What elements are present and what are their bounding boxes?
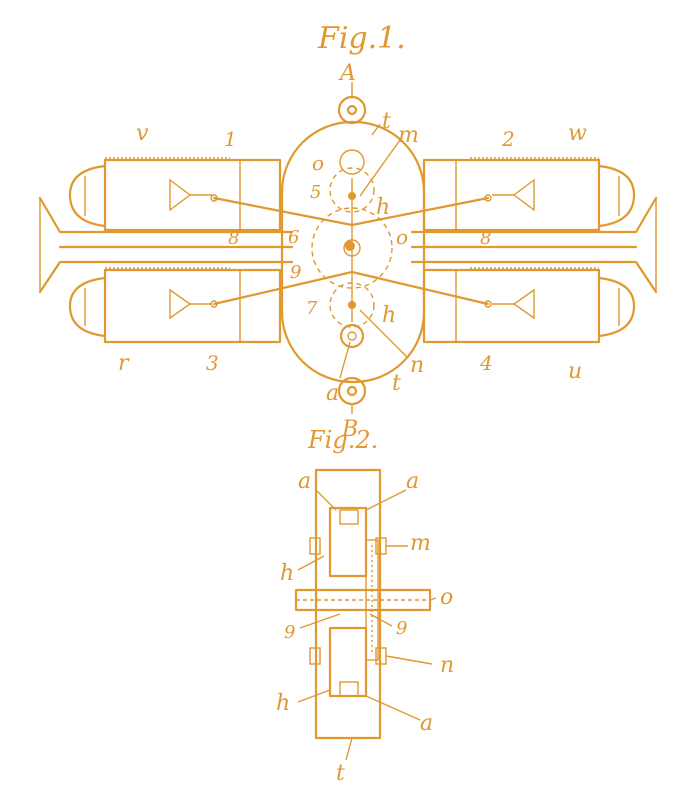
label-a-right: a: [406, 469, 419, 494]
label-t-bottom: t: [392, 371, 401, 396]
figure-2: Fig.2. a a m h o 9 9 n: [276, 426, 454, 786]
cylinder-upper-right: [422, 157, 636, 232]
fig2-title: Fig.2.: [307, 426, 378, 454]
label-8-right: 8: [480, 228, 491, 249]
label-8-left: 8: [228, 228, 239, 249]
label-7: 7: [306, 298, 318, 319]
casing-section: [314, 468, 382, 740]
label-9: 9: [290, 262, 301, 283]
label-t: t: [336, 761, 345, 786]
label-m: m: [410, 531, 431, 556]
label-A: A: [338, 61, 356, 86]
shaft-o: [294, 588, 432, 612]
label-w: w: [568, 121, 587, 146]
upper-gear: [329, 167, 375, 213]
label-n: n: [410, 353, 424, 378]
label-h-lower: h: [382, 303, 396, 328]
cylinder-lower-right: [422, 267, 636, 344]
connecting-rods: [210, 194, 492, 308]
label-1: 1: [224, 127, 237, 151]
label-u: u: [568, 359, 582, 384]
label-n: n: [440, 653, 454, 678]
casing-t: [280, 120, 426, 384]
label-r: r: [118, 351, 130, 376]
label-6: 6: [288, 227, 299, 248]
cylinder-lower-left: [68, 267, 282, 344]
label-h-upper: h: [376, 195, 390, 220]
label-o-top: o: [312, 151, 324, 175]
label-t-top: t: [382, 109, 391, 134]
fig1-title: Fig.1.: [317, 21, 406, 56]
label-v: v: [136, 121, 149, 146]
label-4: 4: [479, 351, 493, 375]
top-lug: [337, 95, 367, 125]
label-9-right: 9: [396, 618, 407, 639]
label-2: 2: [501, 127, 515, 151]
label-o: o: [440, 585, 453, 610]
label-a: a: [326, 381, 339, 406]
shaft-band: [38, 196, 658, 294]
label-5: 5: [310, 182, 321, 203]
label-o-mid: o: [396, 225, 408, 249]
cylinder-upper-left: [68, 157, 282, 232]
figure-1: Fig.1. A B: [38, 21, 658, 442]
label-h-upper: h: [280, 561, 294, 586]
label-9-left: 9: [284, 622, 295, 643]
label-a-bottom: a: [420, 711, 433, 736]
label-a-left: a: [298, 469, 311, 494]
label-h-lower: h: [276, 691, 290, 716]
central-gear: [311, 207, 393, 289]
label-B: B: [341, 417, 358, 442]
label-3: 3: [206, 351, 219, 375]
label-m: m: [398, 123, 419, 148]
